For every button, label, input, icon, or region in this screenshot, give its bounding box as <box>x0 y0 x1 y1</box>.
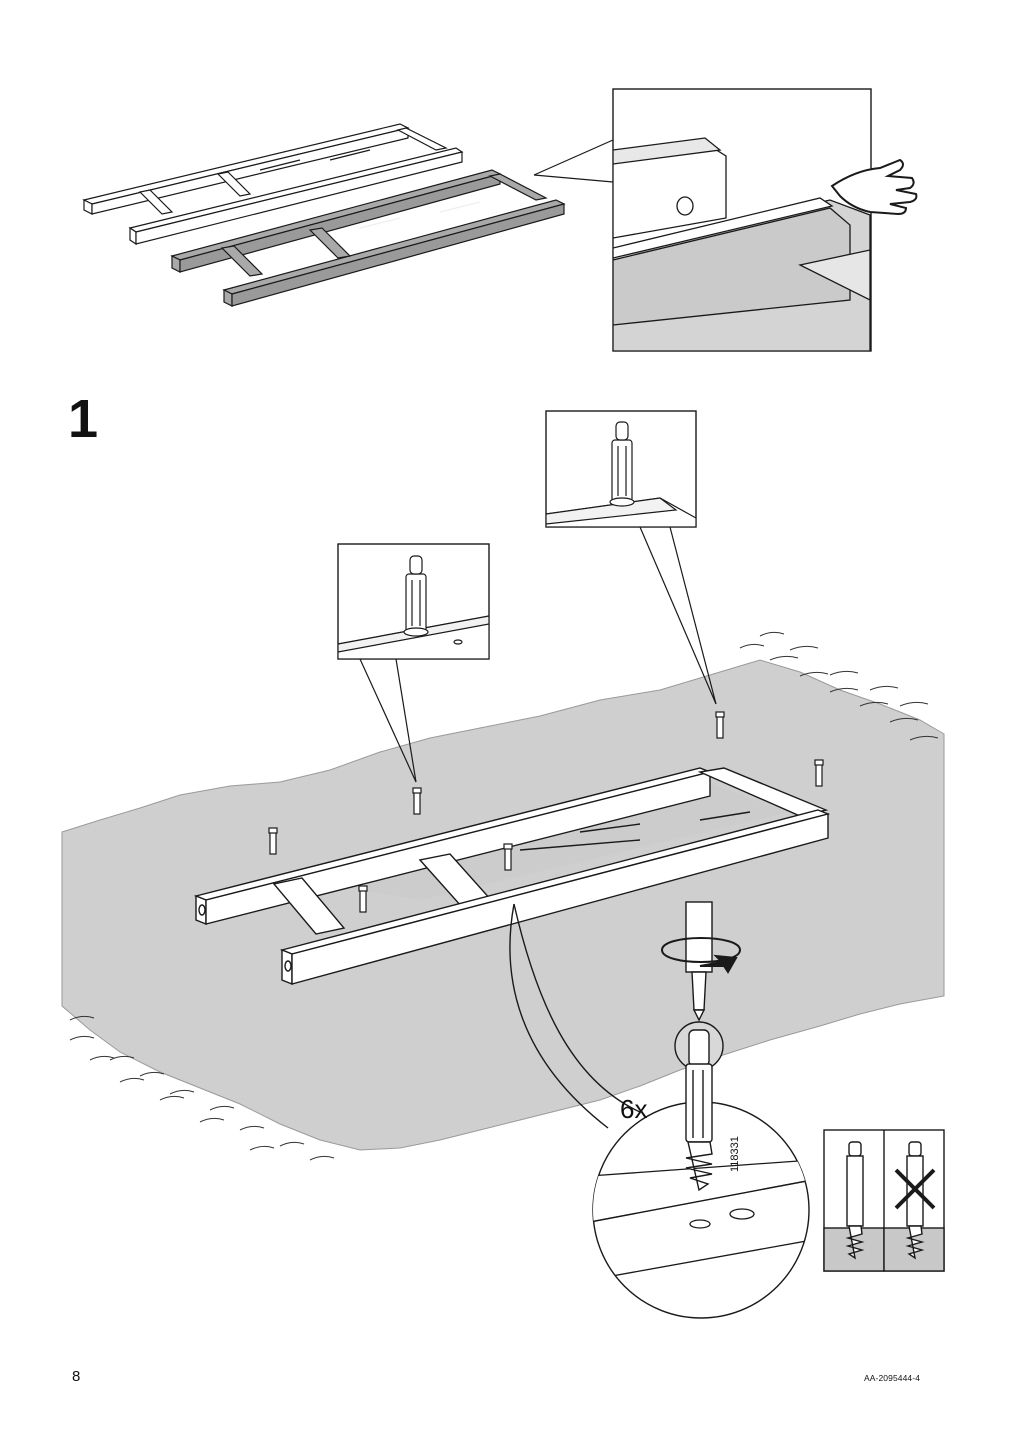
frame-overview-back <box>82 123 464 246</box>
carpet-fringe <box>69 631 939 1161</box>
cross-mark-icon <box>894 1168 936 1210</box>
step-number: 1 <box>68 389 99 449</box>
quantity-label: 6x <box>620 1094 647 1124</box>
detail-box-left <box>337 543 490 783</box>
document-code: AA-2095444-4 <box>864 1373 921 1383</box>
callout-lines-top <box>533 139 614 183</box>
detail-box-top <box>612 88 872 352</box>
dowel-icon <box>268 711 824 913</box>
frame-overview-front <box>170 169 566 307</box>
bed-frame <box>193 767 831 986</box>
rotation-arrow-icon <box>660 937 742 974</box>
part-number-label: 118331 <box>729 1136 741 1172</box>
detail-box-right <box>545 410 717 705</box>
screwdriver-icon <box>685 901 713 1022</box>
callout-curve <box>509 903 641 1129</box>
hand-pointing-icon <box>830 158 918 216</box>
large-dowel-icon <box>674 1021 724 1192</box>
correct-incorrect-panel <box>823 1129 945 1272</box>
magnified-detail-circle <box>592 1101 810 1319</box>
page-number: 8 <box>72 1368 81 1385</box>
